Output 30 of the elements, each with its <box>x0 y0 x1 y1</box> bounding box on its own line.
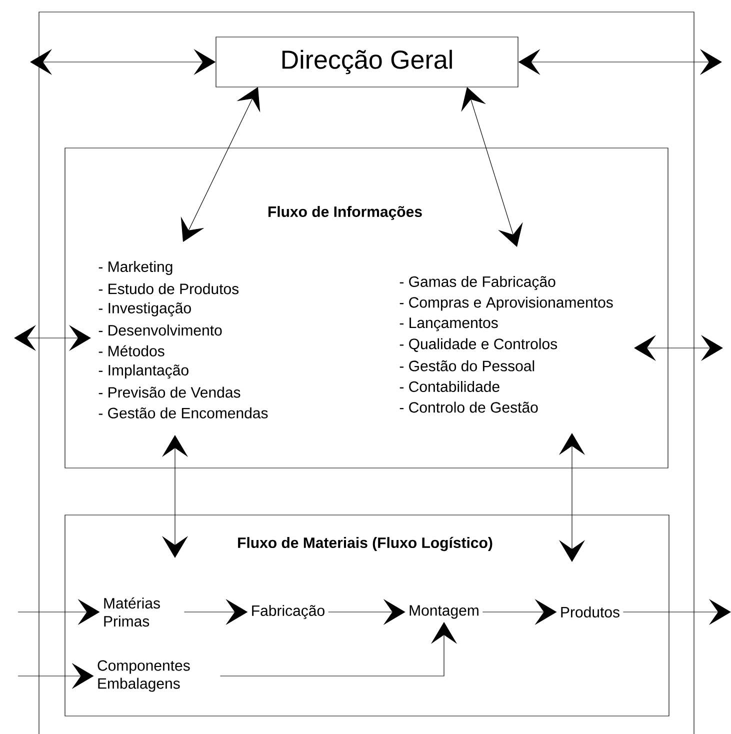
list-item: - Desenvolvimento <box>98 324 222 336</box>
arrow <box>180 87 260 242</box>
list-item: - Métodos <box>98 345 164 356</box>
process-label: Componentes Embalagens <box>98 660 190 692</box>
list-item: - Gestão de Encomendas <box>98 407 268 418</box>
list-item: - Estudo de Produtos <box>98 283 239 294</box>
arrow <box>634 334 723 362</box>
list-item: - Compras e Aprovisionamentos <box>400 296 613 311</box>
process-label: Montagem <box>410 605 478 619</box>
process-box: Direcção Geral <box>216 36 518 88</box>
process-label: Fabricação <box>252 604 324 620</box>
process-label: Matérias Primas <box>104 597 160 627</box>
list-item: - Investigação <box>98 302 191 316</box>
list-item: - Marketing <box>98 261 172 275</box>
arrow <box>162 435 188 558</box>
list-item: - Previsão de Vendas <box>98 386 240 398</box>
panel-title: Fluxo de Informações <box>268 206 422 220</box>
arrow <box>558 433 586 562</box>
arrow <box>14 324 91 352</box>
arrow <box>461 87 523 247</box>
list-item: - Implantação <box>98 364 188 379</box>
list-item: - Gamas de Fabricação <box>400 276 556 290</box>
process-label: Produtos <box>561 606 620 618</box>
list-item: - Lançamentos <box>400 318 498 332</box>
list-item: - Qualidade e Controlos <box>400 338 558 352</box>
list-item: - Controlo de Gestão <box>400 402 538 413</box>
panel-title: Fluxo de Materiais (Fluxo Logístico) <box>238 536 492 552</box>
list-item: - Contabilidade <box>400 381 500 392</box>
frame <box>38 12 694 734</box>
list-item: - Gestão do Pessoal <box>400 360 534 372</box>
